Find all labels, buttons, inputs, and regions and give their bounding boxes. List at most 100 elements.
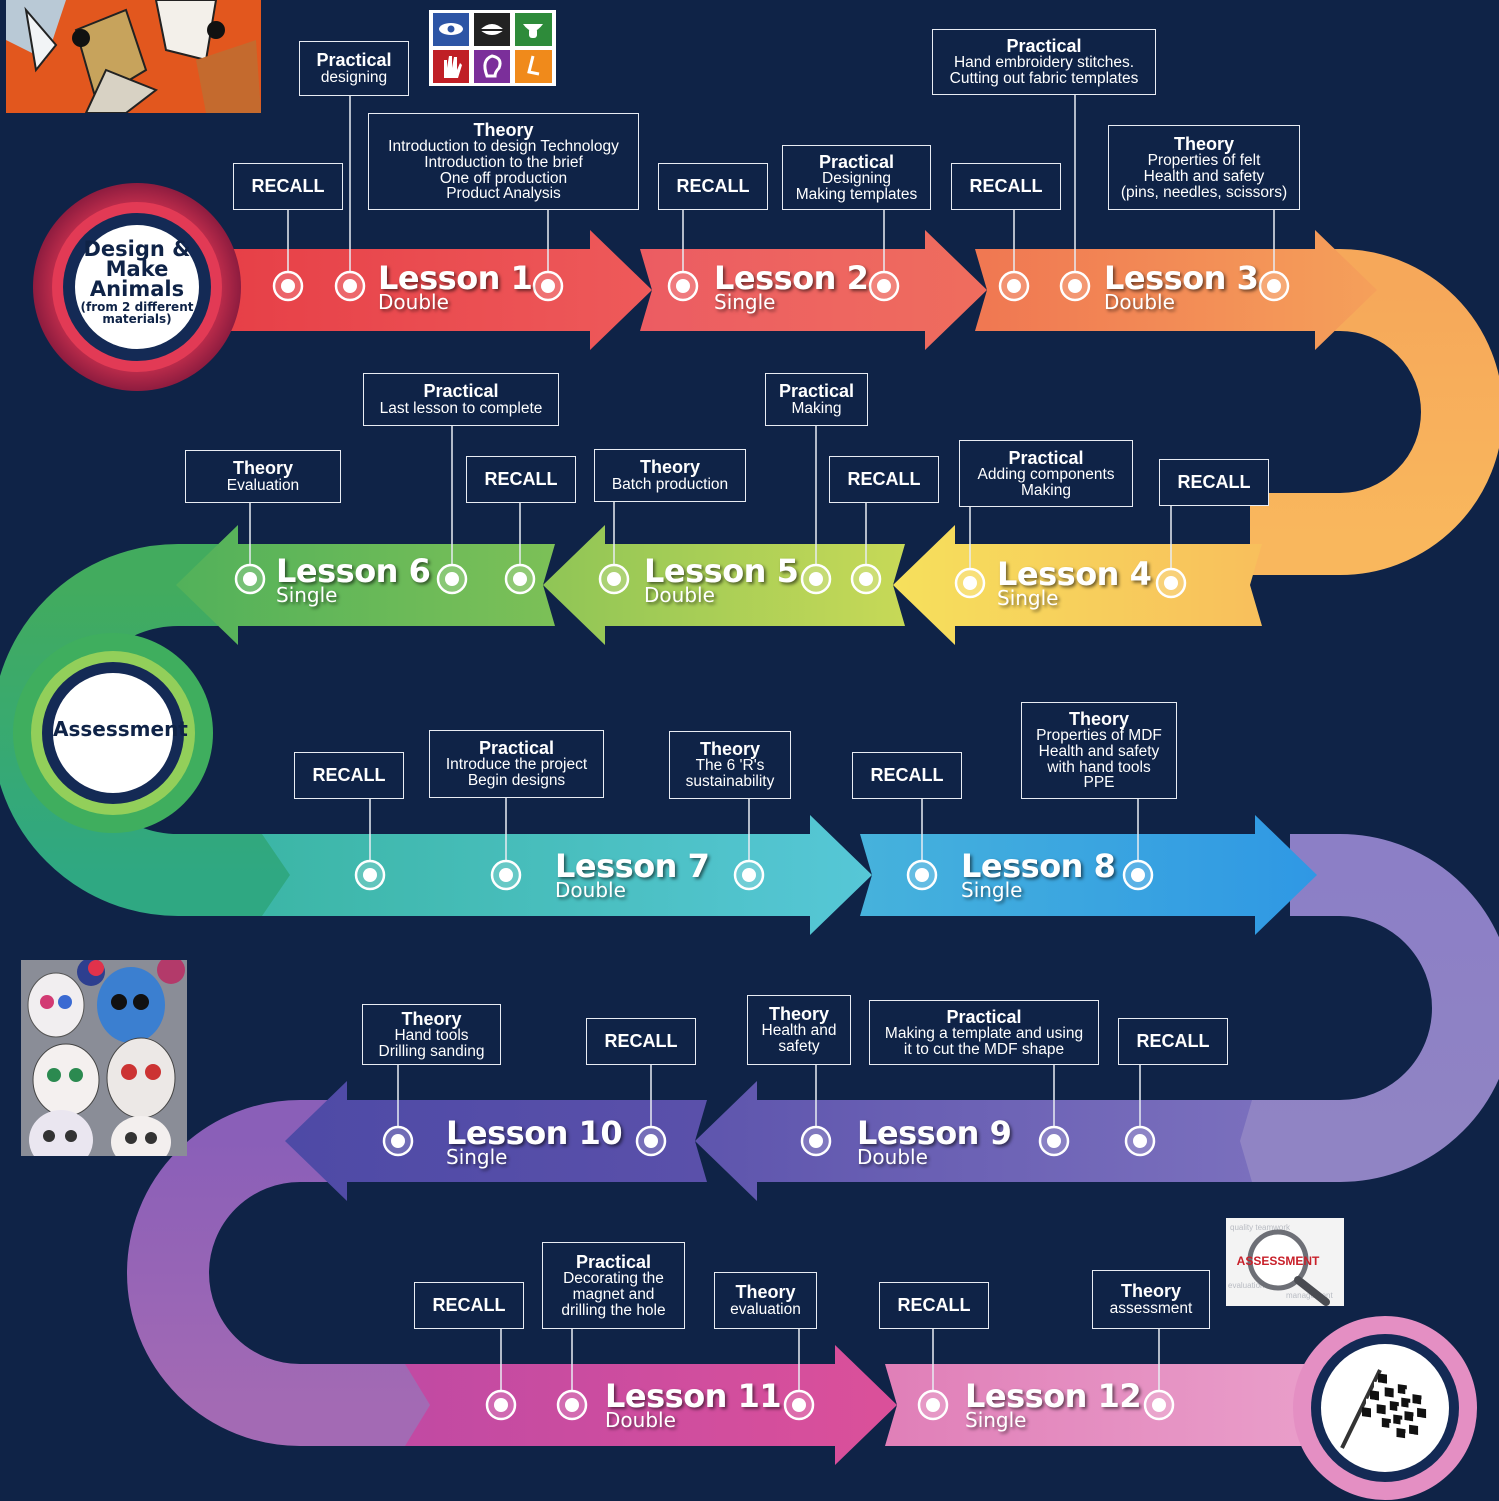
flag-square [1374, 1381, 1383, 1393]
box-line: it to cut the MDF shape [903, 1040, 1065, 1058]
recall-box[interactable]: RECALL [586, 1018, 696, 1065]
lesson-type: Single [961, 878, 1023, 902]
box-line: Begin designs [467, 772, 566, 790]
recall-box[interactable]: RECALL [1159, 459, 1269, 506]
box-title: Theory [639, 457, 700, 478]
recall-box[interactable]: RECALL [658, 163, 768, 210]
box-title: RECALL [847, 469, 921, 490]
node-marker-dot [499, 868, 513, 882]
recall-box[interactable]: RECALL [1118, 1018, 1228, 1065]
flag-square [1389, 1401, 1399, 1412]
lesson-8-arrow[interactable] [860, 815, 1317, 935]
lesson-type: Single [276, 583, 338, 607]
checkered-flag-icon [1340, 1369, 1431, 1449]
lesson-4-arrow[interactable] [893, 525, 1262, 645]
box-line: designing [320, 68, 388, 86]
box-line: sustainability [685, 773, 775, 791]
recall-box[interactable]: RECALL [466, 456, 576, 503]
box-title: RECALL [676, 176, 750, 197]
box-line: Adding components [977, 465, 1115, 483]
box-line: with hand tools [1047, 758, 1151, 776]
start-title-line-1: Design & [83, 237, 191, 261]
box-title: Practical [778, 381, 855, 402]
recall-box[interactable]: RECALL [879, 1282, 989, 1329]
recall-box[interactable]: RECALL [294, 752, 404, 799]
flag-square [1401, 1397, 1411, 1408]
box-line: Last lesson to complete [379, 399, 543, 417]
recall-box[interactable]: RECALL [414, 1282, 524, 1329]
assessment-word: ASSESSMENT [1237, 1254, 1320, 1268]
flag-square [1381, 1417, 1391, 1429]
lesson-6-arrow[interactable] [176, 525, 555, 645]
node-marker-dot [809, 572, 823, 586]
lesson-10-arrow[interactable] [285, 1081, 707, 1201]
recall-box[interactable]: RECALL [829, 456, 939, 503]
lesson-9-arrow[interactable] [695, 1081, 1252, 1201]
assessment-badge[interactable] [13, 633, 213, 833]
lesson-5-arrow[interactable] [543, 525, 905, 645]
node-marker-dot [1164, 576, 1178, 590]
node-marker-dot [281, 279, 295, 293]
recall-box[interactable]: RECALL [233, 163, 343, 210]
box-line: Cutting out fabric templates [949, 70, 1139, 88]
recall-box[interactable]: RECALL [852, 752, 962, 799]
box-title: Practical [316, 50, 392, 71]
node-marker-dot [565, 1398, 579, 1412]
node-marker-dot [859, 572, 873, 586]
box-title: RECALL [1177, 472, 1251, 493]
box-line: Health and [761, 1022, 837, 1040]
lesson-12-arrow[interactable] [885, 1364, 1345, 1446]
box-title: RECALL [251, 176, 325, 197]
lesson-type: Double [378, 290, 449, 314]
box-line: Properties of MDF [1036, 727, 1162, 745]
lesson-11-arrow[interactable] [405, 1345, 897, 1465]
recall-box[interactable]: RECALL [951, 163, 1061, 210]
box-title: Theory [473, 119, 534, 140]
box-line: PPE [1083, 774, 1115, 792]
flag-square [1396, 1427, 1406, 1439]
box-title: Practical [423, 381, 499, 402]
box-title: Theory [401, 1008, 462, 1029]
box-title: RECALL [1136, 1031, 1210, 1052]
lesson-1-arrow[interactable] [200, 230, 652, 350]
box-line: Drilling sanding [378, 1042, 485, 1060]
lesson-2-arrow[interactable] [640, 230, 987, 350]
lesson-name: Lesson 3 [1104, 259, 1259, 297]
box-line: Designing [822, 169, 891, 187]
lesson-7-arrow[interactable] [262, 815, 872, 935]
start-badge[interactable] [33, 183, 241, 391]
assessment-magnifier-image: quality teamworkskills evaluationmanagem… [1226, 1218, 1344, 1306]
lesson-type: Double [605, 1408, 676, 1432]
node-marker-dot [363, 868, 377, 882]
lesson-name: Lesson 5 [644, 552, 799, 590]
sugar-skull-magnets-photo [21, 960, 187, 1156]
node-marker-dot [1133, 1134, 1147, 1148]
box-line: Introduction to the brief [424, 153, 583, 171]
flag-square [1412, 1394, 1422, 1405]
flag-square [1388, 1378, 1398, 1390]
